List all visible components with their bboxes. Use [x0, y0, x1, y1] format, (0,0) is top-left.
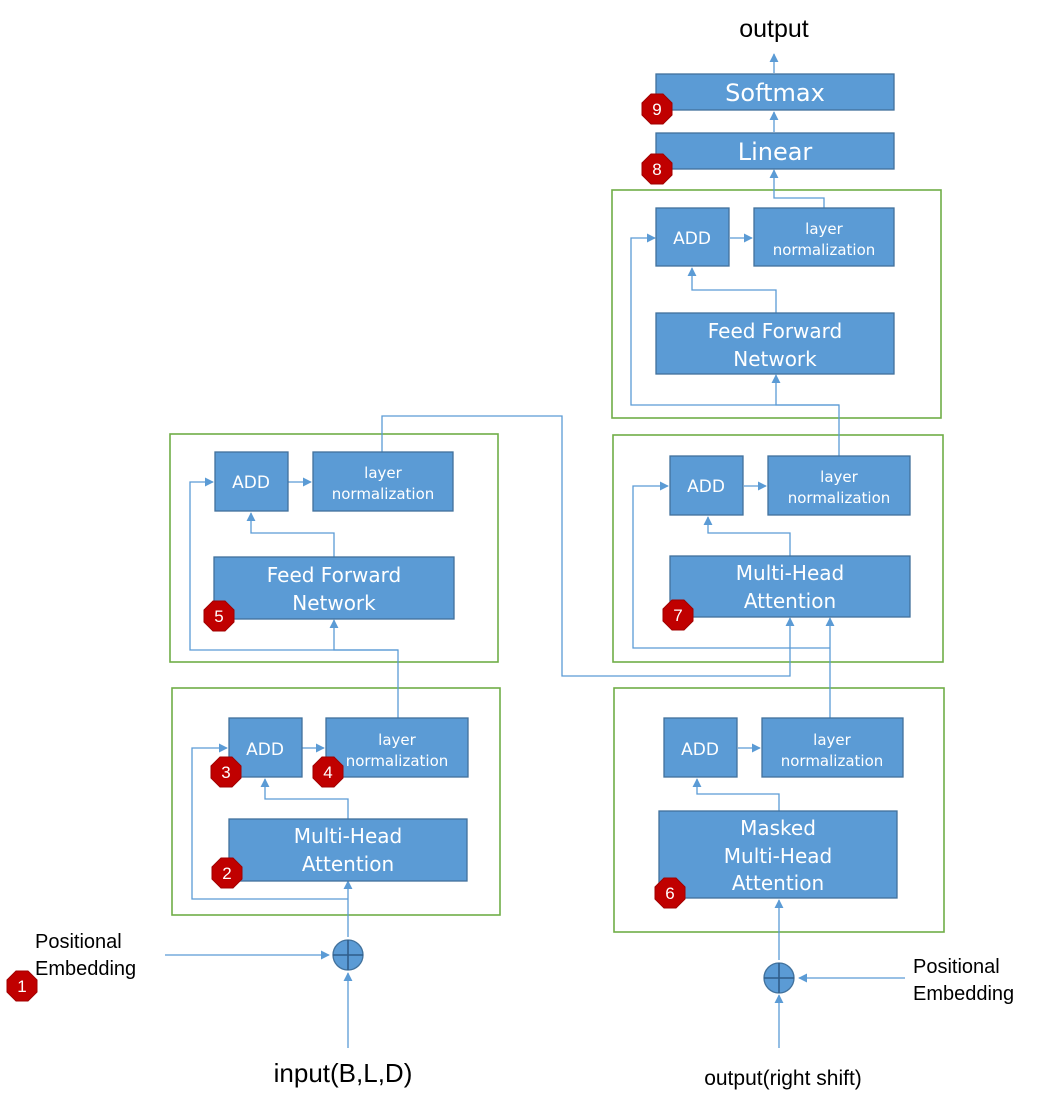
- enc-sum-node: [332, 939, 364, 971]
- svg-text:9: 9: [652, 100, 661, 119]
- enc-norm-block-2: layer normalization: [312, 451, 454, 512]
- enc-mha-to-add: [260, 778, 349, 819]
- output-right-shift-label: output(right shift): [704, 1067, 862, 1090]
- encoder-ffn-group: [169, 433, 499, 663]
- dec-add-block-3: ADD: [655, 207, 730, 267]
- dec-residual-2: [632, 481, 830, 649]
- enc-mha-label-1: Multi-Head: [294, 824, 402, 848]
- dec-norm-label-2a: layer: [820, 468, 858, 486]
- enc-mha-block: Multi-Head Attention: [228, 818, 468, 882]
- svg-text:6: 6: [665, 884, 674, 903]
- step-badge-5: 5: [203, 600, 235, 632]
- step-badge-7: 7: [662, 599, 694, 631]
- dec-norm-block-2: layer normalization: [767, 455, 911, 516]
- enc-norm-label-1a: layer: [378, 731, 416, 749]
- enc-ffn-label-2: Network: [292, 591, 376, 615]
- dec-masked-mha-block: Masked Multi-Head Attention: [658, 810, 898, 899]
- step-badge-8: 8: [641, 153, 673, 185]
- dec-ffn-label-1: Feed Forward: [708, 319, 843, 343]
- enc-residual-2: [189, 477, 398, 651]
- dec-norm-block-3: layer normalization: [753, 207, 895, 267]
- linear-label: Linear: [738, 138, 813, 166]
- svg-text:1: 1: [17, 977, 26, 996]
- dec-add-label-1: ADD: [681, 740, 719, 760]
- step-badge-2: 2: [211, 857, 243, 889]
- dec-add-label-2: ADD: [687, 477, 725, 497]
- enc-positional-label-2: Embedding: [35, 958, 136, 980]
- dec-positional-label-2: Embedding: [913, 983, 1014, 1005]
- dec-positional-label-1: Positional: [913, 956, 1000, 978]
- enc-ffn-block: Feed Forward Network: [213, 556, 455, 620]
- enc-residual-1: [191, 743, 348, 900]
- dec-ffn-label-2: Network: [733, 347, 817, 371]
- dec-residual-3: [630, 233, 839, 406]
- dec-ffn-block: Feed Forward Network: [655, 312, 895, 375]
- input-label: input(B,L,D): [274, 1058, 413, 1088]
- step-badge-6: 6: [654, 877, 686, 909]
- enc-mha-label-2: Attention: [302, 852, 394, 876]
- dec-add-block-1: ADD: [663, 717, 738, 778]
- enc-ffn-label-1: Feed Forward: [267, 563, 402, 587]
- enc-add-block-2: ADD: [214, 451, 289, 512]
- enc-add-block-1: ADD: [228, 717, 303, 778]
- dec-add-label-3: ADD: [673, 229, 711, 249]
- dec-norm-label-3a: layer: [805, 220, 843, 238]
- dec-add-block-2: ADD: [669, 455, 744, 516]
- enc-norm-block-1: layer normalization: [325, 717, 469, 778]
- dec-cross-mha-block: Multi-Head Attention: [669, 555, 911, 618]
- enc-norm-label-2a: layer: [364, 464, 402, 482]
- dec-sum-node: [763, 962, 795, 994]
- dec-attn-to-add: [703, 516, 791, 556]
- step-badge-1: 1: [6, 970, 38, 1002]
- linear-block: Linear: [655, 132, 895, 170]
- svg-text:5: 5: [214, 607, 223, 626]
- step-badge-3: 3: [210, 756, 242, 788]
- enc-ffn-to-add: [246, 512, 335, 557]
- dec-norm-block-1: layer normalization: [761, 717, 904, 778]
- enc-norm-label-2b: normalization: [332, 485, 435, 503]
- svg-text:7: 7: [673, 606, 682, 625]
- softmax-block: Softmax: [655, 73, 895, 111]
- enc-norm-label-1b: normalization: [346, 752, 449, 770]
- dec-norm-to-ffn: [771, 374, 840, 457]
- enc-add-label-1: ADD: [246, 740, 284, 760]
- dec-masked-label-3: Attention: [732, 871, 824, 895]
- enc-norm-to-ffn: [329, 619, 399, 718]
- encoder-output-to-decoder: [381, 415, 795, 677]
- svg-text:2: 2: [222, 864, 231, 883]
- dec-masked-label-2: Multi-Head: [724, 844, 832, 868]
- step-badge-9: 9: [641, 93, 673, 125]
- dec-norm-label-3b: normalization: [773, 241, 876, 259]
- dec-masked-to-add: [692, 778, 780, 811]
- softmax-label: Softmax: [725, 79, 825, 107]
- dec-mha-label-2: Attention: [744, 589, 836, 613]
- dec-masked-label-1: Masked: [740, 816, 816, 840]
- dec-ffn-to-add: [687, 267, 777, 313]
- dec-norm-label-2b: normalization: [788, 489, 891, 507]
- dec-norm-label-1a: layer: [813, 731, 851, 749]
- dec-norm-to-linear: [769, 169, 825, 208]
- encoder-attention-group: [171, 687, 501, 916]
- decoder-ffn-group: [611, 189, 942, 419]
- svg-text:8: 8: [652, 160, 661, 179]
- step-badge-4: 4: [312, 756, 344, 788]
- output-label: output: [739, 15, 809, 43]
- svg-text:4: 4: [323, 763, 332, 782]
- enc-positional-label-1: Positional: [35, 931, 122, 953]
- svg-text:3: 3: [221, 763, 230, 782]
- dec-norm-label-1b: normalization: [781, 752, 884, 770]
- decoder-cross-attention-group: [612, 434, 944, 663]
- enc-add-label-2: ADD: [232, 473, 270, 493]
- dec-mha-label-1: Multi-Head: [736, 561, 844, 585]
